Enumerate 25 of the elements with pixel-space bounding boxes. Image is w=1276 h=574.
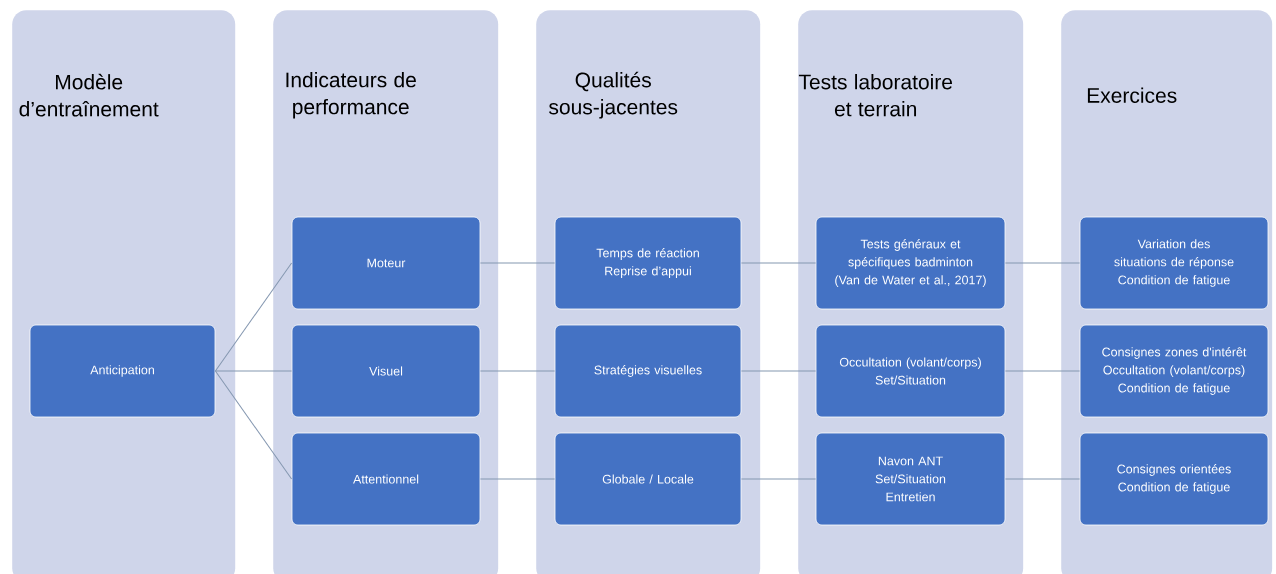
process-box: Anticipation	[29, 324, 216, 418]
process-box: Temps de réaction Reprise d’appui	[554, 216, 742, 310]
connector-line	[1004, 370, 1081, 372]
connector-line	[740, 370, 817, 372]
process-box: Tests généraux et spécifiques badminton (Van de Water et al., 2017)	[815, 216, 1006, 310]
process-box: Stratégies visuelles	[554, 324, 742, 418]
connector-line	[1004, 478, 1081, 480]
process-box: Consignes orientées Condition de fatigue	[1079, 432, 1269, 526]
connector-line	[479, 370, 556, 372]
connector-line	[740, 478, 817, 480]
process-box: Navon ANT Set/Situation Entretien	[815, 432, 1006, 526]
process-box: Consignes zones d'intérêt Occultation (volant/corps) Condition de fatigue	[1079, 324, 1269, 418]
connector-line	[479, 478, 556, 480]
connector-line	[214, 370, 293, 480]
process-box: Globale / Locale	[554, 432, 742, 526]
connector-line	[214, 370, 293, 372]
connector-line	[214, 262, 293, 372]
process-box: Visuel	[291, 324, 481, 418]
process-box: Occultation (volant/corps) Set/Situation	[815, 324, 1006, 418]
process-box: Moteur	[291, 216, 481, 310]
connector-line	[1004, 262, 1081, 264]
connector-line	[479, 262, 556, 264]
process-box: Attentionnel	[291, 432, 481, 526]
process-box: Variation des situations de réponse Condition de fatigue	[1079, 216, 1269, 310]
connector-line	[740, 262, 817, 264]
